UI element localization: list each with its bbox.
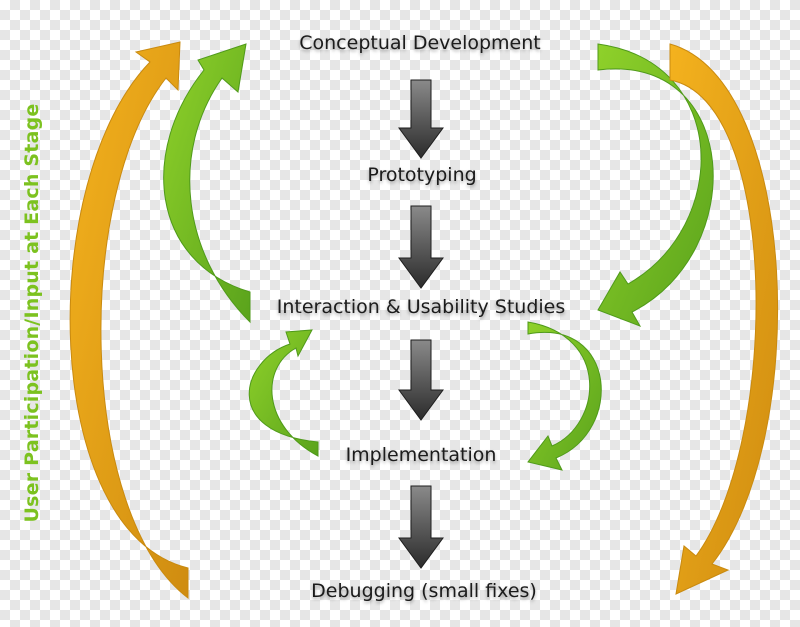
down-arrow-1 [398,79,444,159]
stage-interaction-usability-studies: Interaction & Usability Studies [276,296,566,318]
feedback-arrow-left-lower [248,329,319,457]
forward-arrow-right-lower [527,321,602,471]
feedback-arrow-outer-left [69,41,189,600]
side-label-user-participation: User Participation/Input at Each Stage [21,103,43,523]
stage-debugging: Debugging (small fixes) [311,580,537,602]
down-arrow-4 [398,485,444,569]
forward-arrow-outer-right [669,43,778,595]
forward-arrow-right-upper [597,43,714,327]
down-arrow-3 [398,339,444,421]
down-arrow-2 [398,205,444,289]
stage-conceptual-development: Conceptual Development [299,32,541,54]
stage-implementation: Implementation [345,444,497,466]
feedback-arrow-left-upper [163,43,251,324]
stage-prototyping: Prototyping [367,164,477,186]
